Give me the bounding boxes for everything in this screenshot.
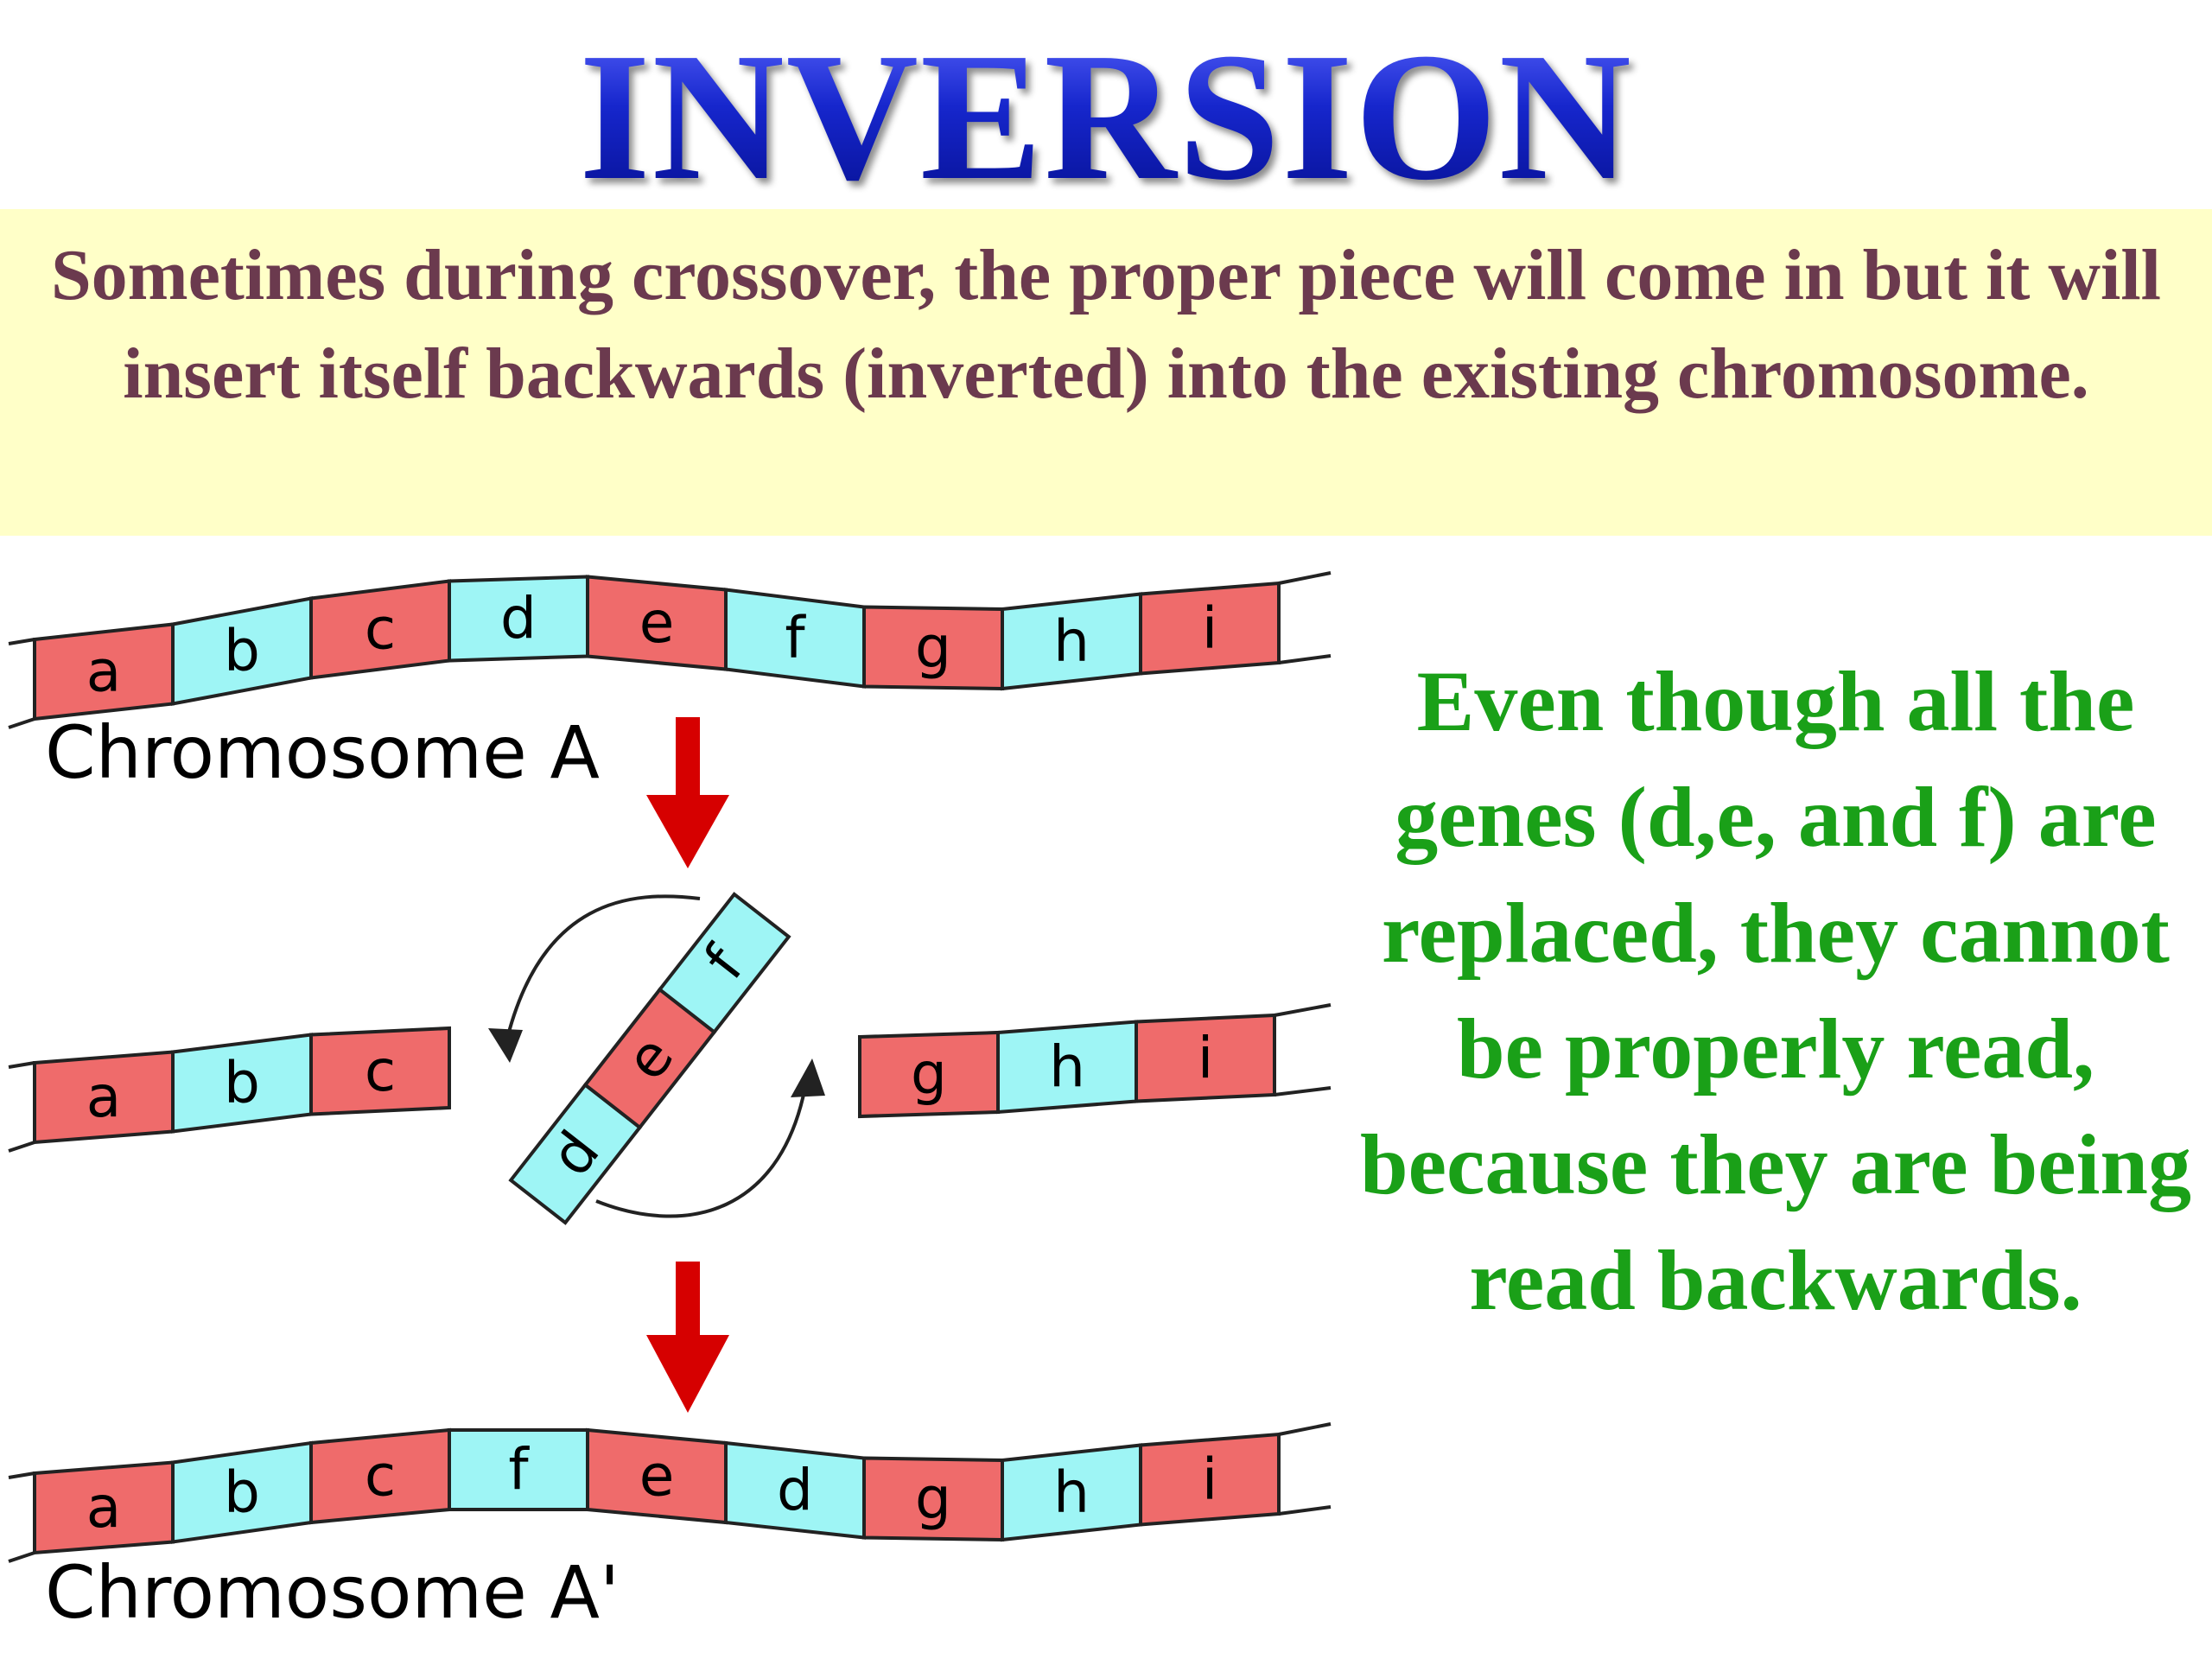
strand-edge [1278,654,1332,664]
strand-edge [8,1141,35,1153]
rotation-arrow-upper-icon [504,894,701,1046]
explanation-text: Even though all the genes (d,e, and f) a… [1360,653,2191,1328]
gene-label: f [785,605,806,671]
chromosome-a-prime-label: Chromosome A' [45,1550,620,1635]
gene-label: d [777,1457,813,1523]
gene-label: h [1053,607,1090,674]
broken-left-genes: a b c [8,1026,451,1153]
gene-label: g [915,614,951,681]
gene-label: b [224,1459,260,1525]
gene-label: a [86,638,121,704]
down-arrow-icon [646,1262,729,1413]
inverted-segment: def [508,892,791,1225]
gene-label: c [365,1443,396,1510]
gene-label: i [1202,1446,1217,1512]
gene-label: b [224,618,260,684]
chromosome-a: a b c d e f g h i Chromosome A [8,571,1332,795]
intro-text: Sometimes during crossover, the proper p… [50,235,2162,414]
strand-edge [1278,1422,1332,1436]
gene-label: d [500,585,537,652]
slide-title: INVERSION [0,17,2212,216]
gene-label: a [86,1064,121,1130]
strand-edge [1278,571,1332,585]
inverted-segment-genes: def [508,892,791,1225]
gene-label: i [1202,594,1217,661]
gene-label: i [1198,1025,1213,1091]
strand-edge [8,717,35,729]
gene-label: e [639,1443,675,1510]
strand-edge [8,1551,35,1563]
gene-segment [309,1026,451,1116]
gene-label: g [911,1041,947,1108]
strand-edge [8,1061,35,1069]
gene-label: a [86,1474,121,1541]
gene-label: h [1049,1033,1085,1100]
strand-edge [1278,1505,1332,1516]
strand-edge [1274,1003,1332,1017]
rotation-arrow-lower-icon [595,1071,810,1218]
gene-label: h [1053,1459,1090,1525]
gene-label: b [224,1050,260,1116]
strand-edge [8,1471,35,1479]
strand-edge [8,638,35,645]
broken-right-genes: g h i [858,1003,1332,1119]
chromosome-a-genes: a b c d e f g h i [8,571,1332,729]
gene-label: c [365,1038,396,1104]
broken-left-piece: a b c [8,1026,451,1153]
gene-segment [657,892,791,1035]
gene-label: c [365,596,396,663]
intro-highlight-box [0,209,2212,536]
gene-label: e [639,589,675,656]
broken-right-piece: g h i [858,1003,1332,1119]
chromosome-a-label: Chromosome A [45,710,600,795]
chromosome-a-prime: a b c f e d g h i Chromosome A' [8,1422,1332,1635]
down-arrow-icon [646,717,729,868]
strand-edge [1274,1086,1332,1096]
gene-label: g [915,1465,951,1532]
gene-label: f [508,1436,530,1503]
